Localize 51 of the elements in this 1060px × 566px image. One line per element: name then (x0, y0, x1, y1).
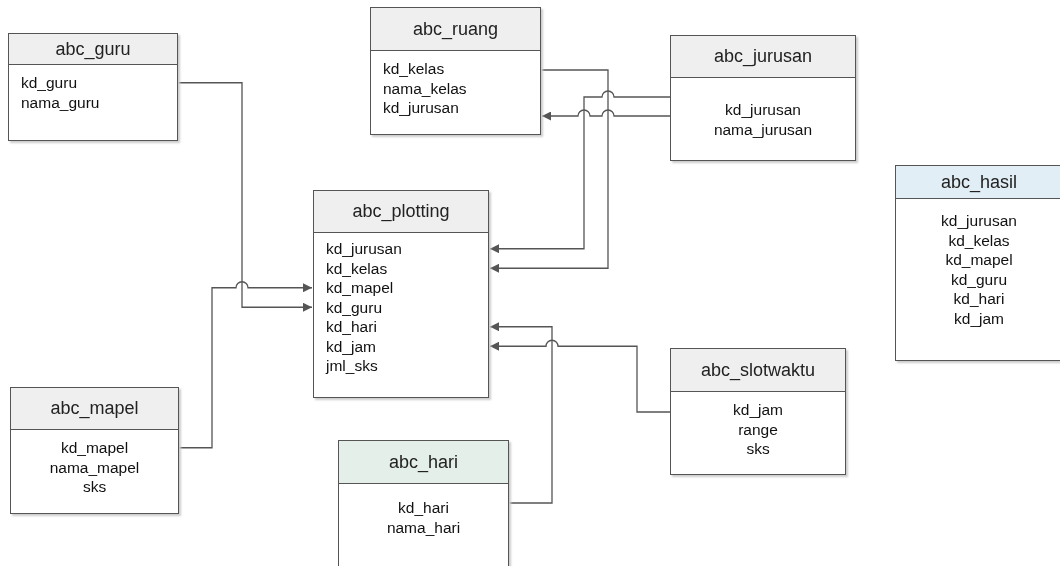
field-name: kd_jam (732, 400, 784, 420)
field-name: nama_mapel (48, 457, 141, 477)
field-name: kd_hari (952, 289, 1006, 309)
entity-table (670, 35, 856, 161)
field-name: kd_hari (326, 317, 378, 337)
entity-table (10, 387, 179, 514)
field-name: sks (745, 439, 771, 459)
field-name: kd_guru (326, 297, 383, 317)
entity-table (895, 165, 1060, 361)
field-name: sks (81, 477, 108, 497)
field-name: nama_guru (21, 92, 101, 112)
field-name: kd_jam (326, 336, 377, 356)
field-name: kd_jurusan (326, 239, 403, 259)
field-name: range (737, 419, 779, 439)
entity-table (370, 7, 541, 135)
field-name: kd_kelas (383, 59, 446, 79)
field-name: kd_jurusan (383, 98, 460, 118)
table-header: abc_hasil (896, 166, 1060, 199)
relationship-arrow (489, 90, 671, 254)
entity-table (338, 440, 509, 566)
table-header: abc_slotwaktu (671, 349, 845, 392)
field-name: kd_mapel (59, 438, 130, 458)
field-name: kd_mapel (326, 278, 395, 298)
field-name: kd_kelas (326, 258, 389, 278)
field-name: kd_kelas (947, 230, 1011, 250)
field-name: nama_kelas (383, 78, 468, 98)
table-header: abc_mapel (11, 388, 178, 430)
relationship-arrow (489, 69, 609, 273)
field-name: kd_jam (953, 308, 1005, 328)
relationship-arrow (541, 109, 671, 121)
table-header: abc_hari (339, 441, 508, 484)
field-name: kd_guru (950, 269, 1008, 289)
table-header: abc_jurusan (671, 36, 855, 78)
field-name: kd_hari (397, 498, 450, 518)
relationship-arrow (489, 339, 671, 413)
field-name: kd_jurusan (940, 211, 1018, 231)
table-header: abc_guru (9, 34, 177, 65)
relationship-arrow (177, 82, 313, 312)
table-header: abc_plotting (314, 191, 488, 233)
field-name: kd_guru (21, 73, 78, 93)
entity-table (313, 190, 489, 398)
field-name: kd_mapel (944, 250, 1014, 270)
relationship-arrow (178, 281, 313, 449)
entity-table (670, 348, 846, 475)
relationship-arrow (489, 322, 553, 504)
field-name: nama_jurusan (712, 119, 814, 139)
field-name: nama_hari (385, 517, 462, 537)
entity-table (8, 33, 178, 141)
field-name: kd_jurusan (724, 100, 802, 120)
field-name: jml_sks (326, 356, 379, 376)
table-header: abc_ruang (371, 8, 540, 51)
